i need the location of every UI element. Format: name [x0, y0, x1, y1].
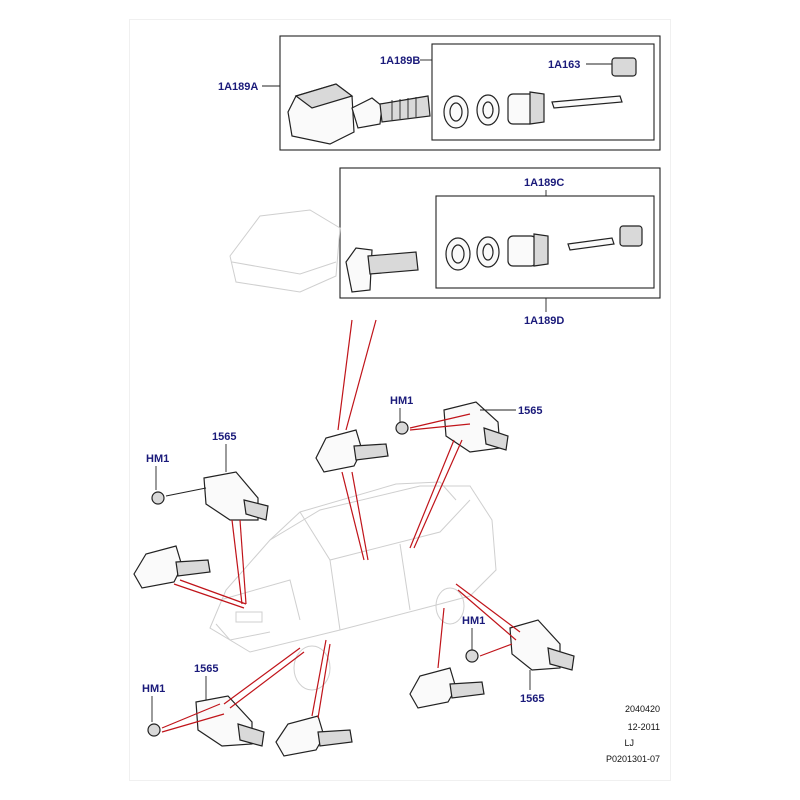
valve-stem-upper [379, 95, 431, 123]
kit-box-lower-frame [339, 167, 661, 299]
bracket-1565-left [203, 471, 259, 521]
sensor-top-center [315, 319, 389, 561]
kit-box-lower: 1A189C 1A189D [229, 167, 661, 327]
callout-1565-top: 1565 [518, 405, 542, 417]
callout-hm1-bottom: HM1 [142, 683, 165, 695]
sensor-bottom-center [409, 667, 485, 709]
vehicle-outline [209, 481, 497, 691]
callout-1565-bottom: 1565 [520, 693, 544, 705]
footer-line-3: LJ [624, 738, 634, 748]
valve-cap-1a163 [611, 57, 637, 77]
valve-stem-lower [367, 251, 419, 275]
hm1-nut-left [151, 491, 165, 505]
footer-reference: 2040420 12-2011 LJ P0201301-07 [606, 704, 660, 764]
valve-core-upper [551, 95, 623, 109]
callout-hm1-top: HM1 [390, 395, 413, 407]
kit-box-upper: 1A189A 1A189B 1A163 [218, 35, 661, 151]
kit-box-lower-inner-frame [435, 195, 655, 289]
callout-1565-left: 1565 [212, 431, 236, 443]
callout-hm1-left: HM1 [146, 453, 169, 465]
valve-cap-lower [619, 225, 643, 247]
callout-1565-bottom-left: 1565 [194, 663, 218, 675]
ghost-sensor [229, 209, 341, 293]
footer-line-4: P0201301-07 [606, 754, 660, 764]
bracket-1565-bottom [509, 619, 561, 671]
tpms-sensor-bottom-center [409, 667, 457, 709]
hm1-nut-right [465, 649, 479, 663]
bracket-cluster-top-right: HM1 1565 [390, 395, 542, 549]
kit-box-upper-frame [279, 35, 661, 151]
rear-wheel [435, 587, 465, 625]
hm1-nut-bottom [147, 723, 161, 737]
sensor-bottom [275, 639, 353, 757]
front-wheel [293, 645, 331, 691]
tpms-sensor-bottom [275, 715, 325, 757]
tpms-sensor-body-lower [345, 247, 373, 293]
callout-1a189a: 1A189A [218, 81, 258, 93]
callout-1a189b: 1A189B [380, 55, 420, 67]
footer-line-2: 12-2011 [628, 722, 660, 732]
tpms-sensor-left [133, 545, 183, 589]
bracket-cluster-right: HM1 1565 [437, 583, 575, 705]
footer-line-1: 2040420 [625, 704, 660, 714]
callout-1a189c: 1A189C [524, 177, 564, 189]
valve-nut-lower [507, 235, 537, 267]
bracket-cluster-bottom-left: HM1 1565 [142, 647, 305, 747]
callout-1a163: 1A163 [548, 59, 580, 71]
callout-hm1-right: HM1 [462, 615, 485, 627]
sensor-left [133, 545, 247, 609]
bracket-cluster-left: HM1 1565 [146, 431, 269, 605]
kit-box-upper-inner-frame [431, 43, 655, 141]
diagram-panel [130, 20, 670, 780]
valve-core-lower [567, 237, 615, 251]
hm1-nut-top [395, 421, 409, 435]
callout-1a189d: 1A189D [524, 315, 564, 327]
